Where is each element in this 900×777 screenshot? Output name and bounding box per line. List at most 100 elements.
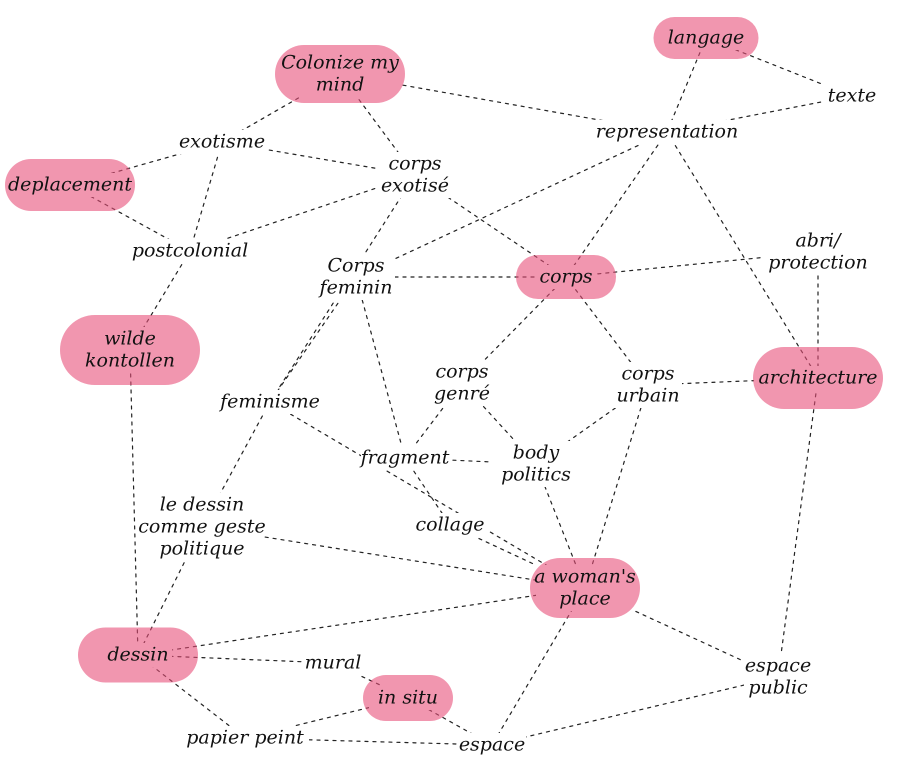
edge-exotisme-postcolonial (189, 141, 223, 252)
node-halo (181, 726, 309, 750)
edge-fragment-body-politics (404, 457, 537, 465)
node-collage: collage (411, 513, 489, 537)
node-label-line: a woman's (534, 566, 636, 588)
node-texte: texte (823, 84, 881, 108)
edge-texte-representation (666, 95, 853, 133)
node-label-line: body (513, 442, 560, 464)
node-label-line: place (559, 588, 610, 610)
node-halo (361, 446, 449, 470)
node-label-line: urbain (616, 385, 679, 407)
node-label-line: collage (416, 514, 485, 536)
node-halo (143, 493, 261, 561)
node-label-line: le dessin (160, 494, 245, 516)
node-label-line: kontollen (85, 350, 175, 372)
node-label-line: corps (388, 153, 441, 175)
highlight-blob (516, 255, 616, 299)
edge-mural-in-situ (332, 662, 409, 699)
node-label-line: postcolonial (132, 240, 248, 262)
node-label-line: espace (459, 734, 525, 756)
node-abri: abri/protection (764, 229, 872, 275)
node-mural: mural (304, 651, 362, 675)
node-label-line: representation (596, 121, 738, 143)
node-halo (221, 390, 319, 414)
node-label-line: texte (828, 85, 876, 107)
edge-feminisme-womans-place (269, 401, 586, 589)
edge-espace-espace-public (491, 676, 779, 746)
node-label-line: exotisé (381, 175, 449, 197)
edge-body-politics-womans-place (535, 463, 586, 589)
node-label-line: comme geste (138, 516, 265, 538)
node-langage: langage (653, 17, 759, 59)
node-halo (178, 130, 266, 154)
node-label-line: fragment (359, 447, 450, 469)
node-label-line: espace (745, 655, 811, 677)
node-representation: representation (593, 120, 741, 144)
node-halo (317, 254, 395, 300)
node-label-line: Colonize my (281, 52, 399, 74)
node-in-situ: in situ (363, 675, 453, 721)
node-label-line: feminisme (218, 391, 320, 413)
node-halo (433, 360, 491, 406)
node-halo (376, 152, 454, 198)
node-feminisme: feminisme (218, 390, 320, 414)
node-label-line: mind (316, 74, 365, 96)
node-label-line: wilde (104, 328, 156, 350)
node-label-line: corps (621, 363, 674, 385)
highlight-blob (653, 17, 759, 59)
node-label-line: deplacement (8, 174, 132, 196)
highlight-blob (60, 315, 200, 385)
node-architecture: architecture (753, 347, 883, 409)
edge-wilde-dessin (129, 349, 139, 656)
node-label-line: architecture (758, 367, 877, 389)
node-label-line: feminin (318, 277, 393, 299)
edge-corps-urbain-womans-place (584, 384, 649, 589)
node-postcolonial: postcolonial (126, 239, 254, 263)
highlight-blob (530, 558, 640, 618)
node-halo (458, 733, 526, 757)
edge-architecture-espace-public (777, 377, 819, 678)
highlight-blob (5, 159, 135, 211)
edge-feminisme-le-dessin (201, 401, 271, 528)
node-label-line: langage (668, 27, 745, 49)
node-label-line: genré (434, 383, 490, 405)
node-label-line: dessin (107, 644, 168, 666)
node-papier-peint: papier peint (181, 726, 309, 750)
highlight-blob (753, 347, 883, 409)
edge-corps-feminin-fragment (355, 276, 406, 459)
node-label-line: Corps (328, 255, 385, 277)
edge-postcolonial-corps-exotise (189, 174, 416, 252)
highlight-blob (78, 627, 198, 683)
node-label-line: abri/ (795, 230, 842, 252)
edge-representation-corps (565, 131, 668, 278)
node-corps: corps (516, 255, 616, 299)
edge-le-dessin-womans-place (201, 526, 586, 589)
edge-representation-corps-feminin (355, 131, 668, 278)
edge-dessin-womans-place (137, 587, 586, 656)
node-label-line: in situ (378, 687, 438, 709)
node-label-line: mural (305, 652, 362, 674)
edge-corps-exotise-feminisme (269, 174, 416, 403)
edge-dessin-papier-peint (137, 654, 246, 739)
node-halo (492, 441, 580, 487)
edge-representation-architecture (666, 131, 819, 379)
node-halo (304, 651, 362, 675)
node-halo (126, 239, 254, 263)
node-label-line: exotisme (179, 131, 265, 153)
node-espace: espace (458, 733, 526, 757)
node-label-line: corps (539, 266, 592, 288)
node-halo (411, 513, 489, 537)
highlight-blob (363, 675, 453, 721)
node-halo (823, 84, 881, 108)
